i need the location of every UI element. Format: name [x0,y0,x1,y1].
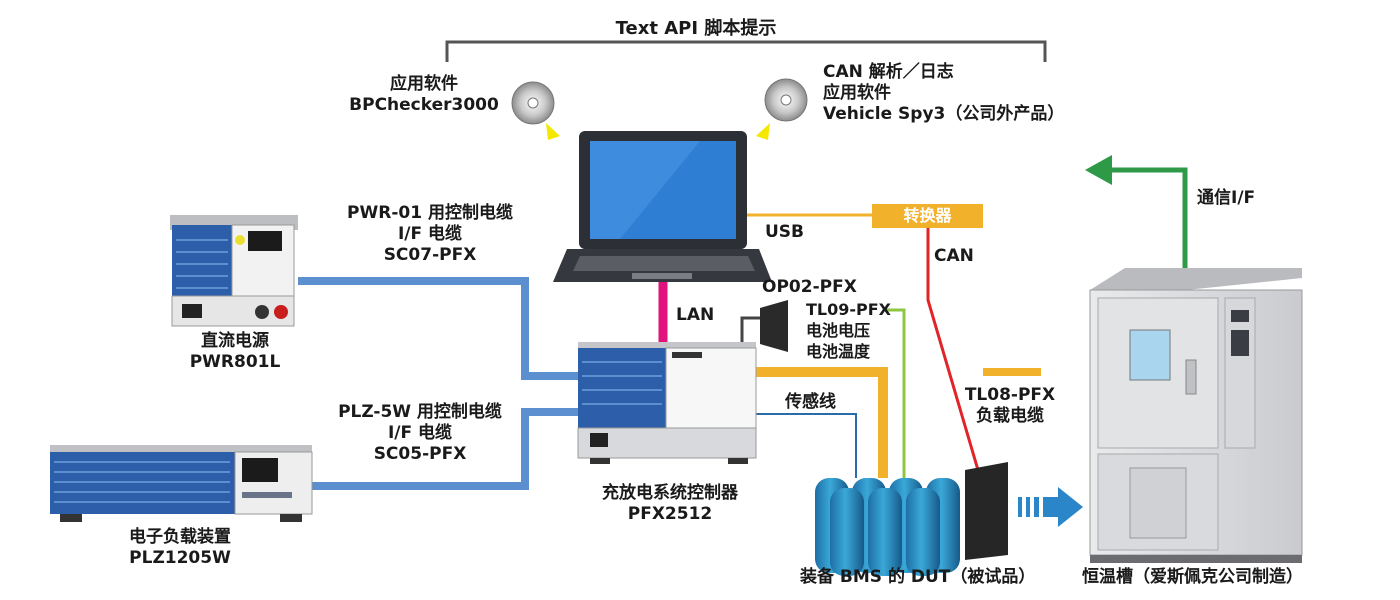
laptop-icon [553,131,772,282]
app-right-label: CAN 解析／日志 应用软件 Vehicle Spy3（公司外产品） [823,62,1064,125]
cable-plz-line3: SC05-PFX [373,444,467,464]
cable-sc05 [312,408,578,490]
cable-pwr-line1: PWR-01 用控制电缆 [347,203,513,223]
tl09-line1: TL09-PFX [806,300,892,319]
sensor-line-label: 传感线 [785,392,836,412]
op02-label: OP02-PFX [762,277,857,297]
cd-right-icon [764,78,808,122]
tl09-line3: 电池温度 [806,342,871,361]
electronic-load-icon [50,445,313,522]
tl09-label: TL09-PFX 电池电压 电池温度 [806,299,891,362]
comm-if-label: 通信I/F [1197,188,1256,208]
tl09-line2: 电池电压 [806,321,871,340]
controller-label: 充放电系统控制器 PFX2512 [585,483,755,525]
dc-supply-line1: 直流电源 [201,331,269,351]
e-load-line2: PLZ1205W [129,548,231,568]
cable-sensor [756,413,857,478]
controller-line2: PFX2512 [627,504,713,524]
cable-plz-label: PLZ-5W 用控制电缆 I/F 电缆 SC05-PFX [320,402,520,465]
cable-sc07 [298,277,578,380]
cable-comm [1105,167,1188,268]
app-right-line1: CAN 解析／日志 [823,62,954,82]
tl08-line2: 负载电缆 [976,406,1044,426]
app-left-label: 应用软件 BPChecker3000 [334,74,514,116]
arrow-yellow-right-icon [756,123,770,140]
usb-label: USB [765,222,805,242]
cable-pwr-line3: SC07-PFX [383,245,477,265]
thermal-chamber-icon [1089,268,1303,563]
cable-op02 [740,316,760,352]
app-left-line1: 应用软件 [390,74,458,94]
dc-power-supply-icon [170,215,298,327]
cd-left-icon [511,81,555,125]
cable-tl09 [886,308,906,478]
lan-label: LAN [676,305,715,325]
chamber-label: 恒温槽（爱斯佩克公司制造） [1082,567,1303,587]
cable-plz-line1: PLZ-5W 用控制电缆 [338,402,502,422]
cable-can [926,228,980,471]
api-bracket [445,40,1047,62]
app-right-line3: Vehicle Spy3（公司外产品） [823,104,1065,124]
controller-line1: 充放电系统控制器 [602,483,738,503]
tl08-legend-swatch [983,368,1041,376]
tl08-label: TL08-PFX 负载电缆 [960,385,1060,427]
tl08-line1: TL08-PFX [964,385,1056,405]
cable-tl08 [756,367,888,478]
dc-supply-label: 直流电源 PWR801L [170,331,300,373]
can-label: CAN [934,246,974,266]
app-left-line2: BPChecker3000 [349,95,499,115]
arrow-yellow-left-icon [546,123,560,140]
app-right-line2: 应用软件 [823,83,891,103]
cable-plz-line2: I/F 电缆 [387,423,453,443]
dc-supply-line2: PWR801L [189,352,281,372]
cable-pwr-label: PWR-01 用控制电缆 I/F 电缆 SC07-PFX [330,203,530,266]
op02-adapter-icon [760,300,788,352]
api-script-label: Text API 脚本提示 [615,18,777,39]
battery-pack-icon [815,462,1008,576]
e-load-line1: 电子负载装置 [129,527,231,547]
converter-box: 转换器 [872,204,983,228]
cable-pwr-line2: I/F 电缆 [397,224,463,244]
controller-icon [577,342,757,464]
e-load-label: 电子负载装置 PLZ1205W [100,527,260,569]
arrow-to-chamber-icon [1018,487,1083,527]
dut-label: 装备 BMS 的 DUT（被试品） [800,567,1036,587]
comm-arrow-head [1085,155,1112,185]
